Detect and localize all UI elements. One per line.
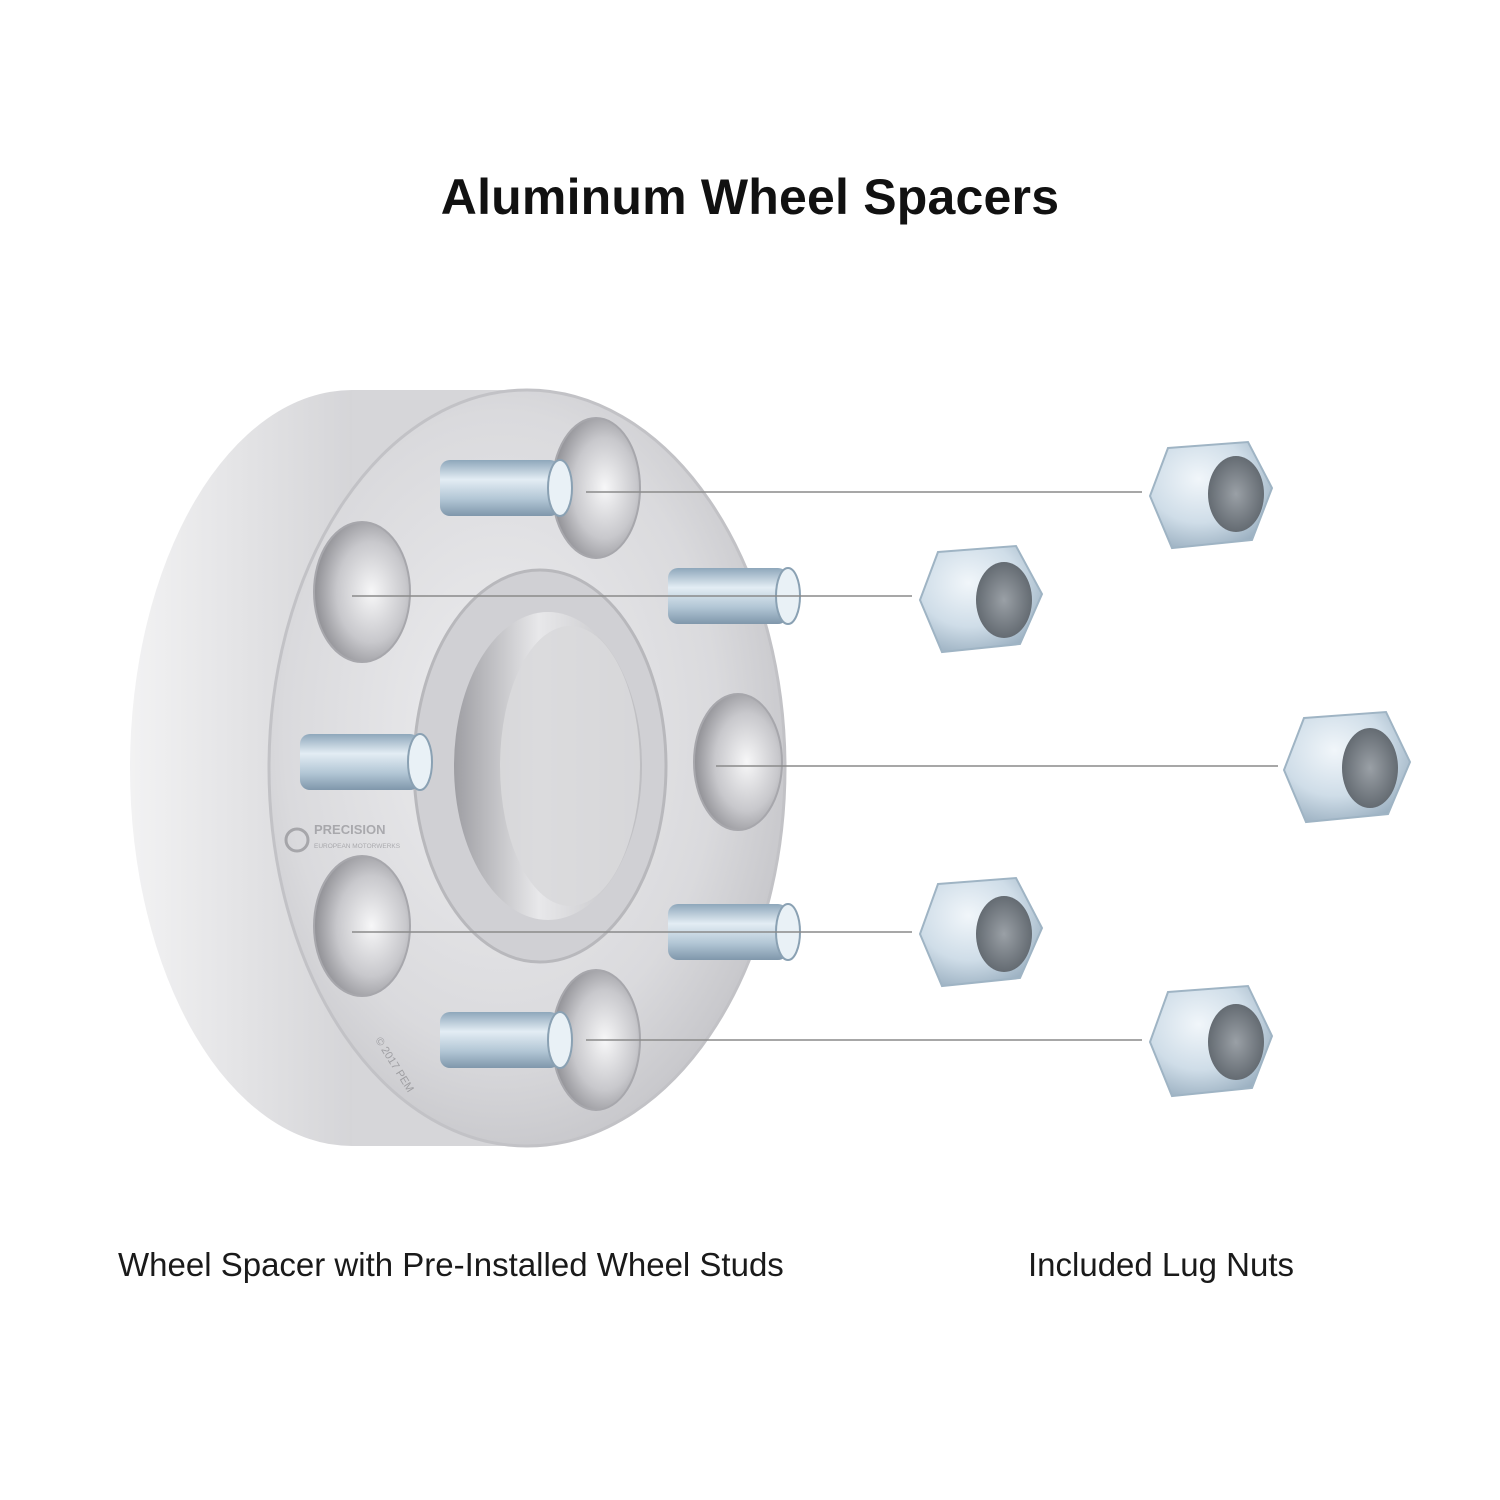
lug-hole [693,693,783,831]
lug-nut [1148,984,1274,1098]
lug-nuts-caption: Included Lug Nuts [1028,1246,1295,1283]
lug-nut [1282,710,1412,824]
brand-name-engraving: PRECISION [314,822,386,837]
lug-nut [1148,440,1274,550]
lug-nut [918,876,1044,988]
wheel-spacer: PRECISION EUROPEAN MOTORWERKS © 2017 PEM [130,388,801,1148]
brand-logo: PRECISION EUROPEAN MOTORWERKS [284,822,401,853]
lug-hole [313,521,411,663]
lug-nut [918,544,1044,654]
wheel-stud [300,733,433,791]
page-title: Aluminum Wheel Spacers [440,169,1060,225]
spacer-caption: Wheel Spacer with Pre-Installed Wheel St… [118,1246,784,1283]
lug-hole [313,855,411,997]
callout-lines [352,491,1278,1041]
wheel-stud [440,1011,573,1069]
wheel-stud [440,459,573,517]
brand-subtitle-engraving: EUROPEAN MOTORWERKS [314,843,401,850]
